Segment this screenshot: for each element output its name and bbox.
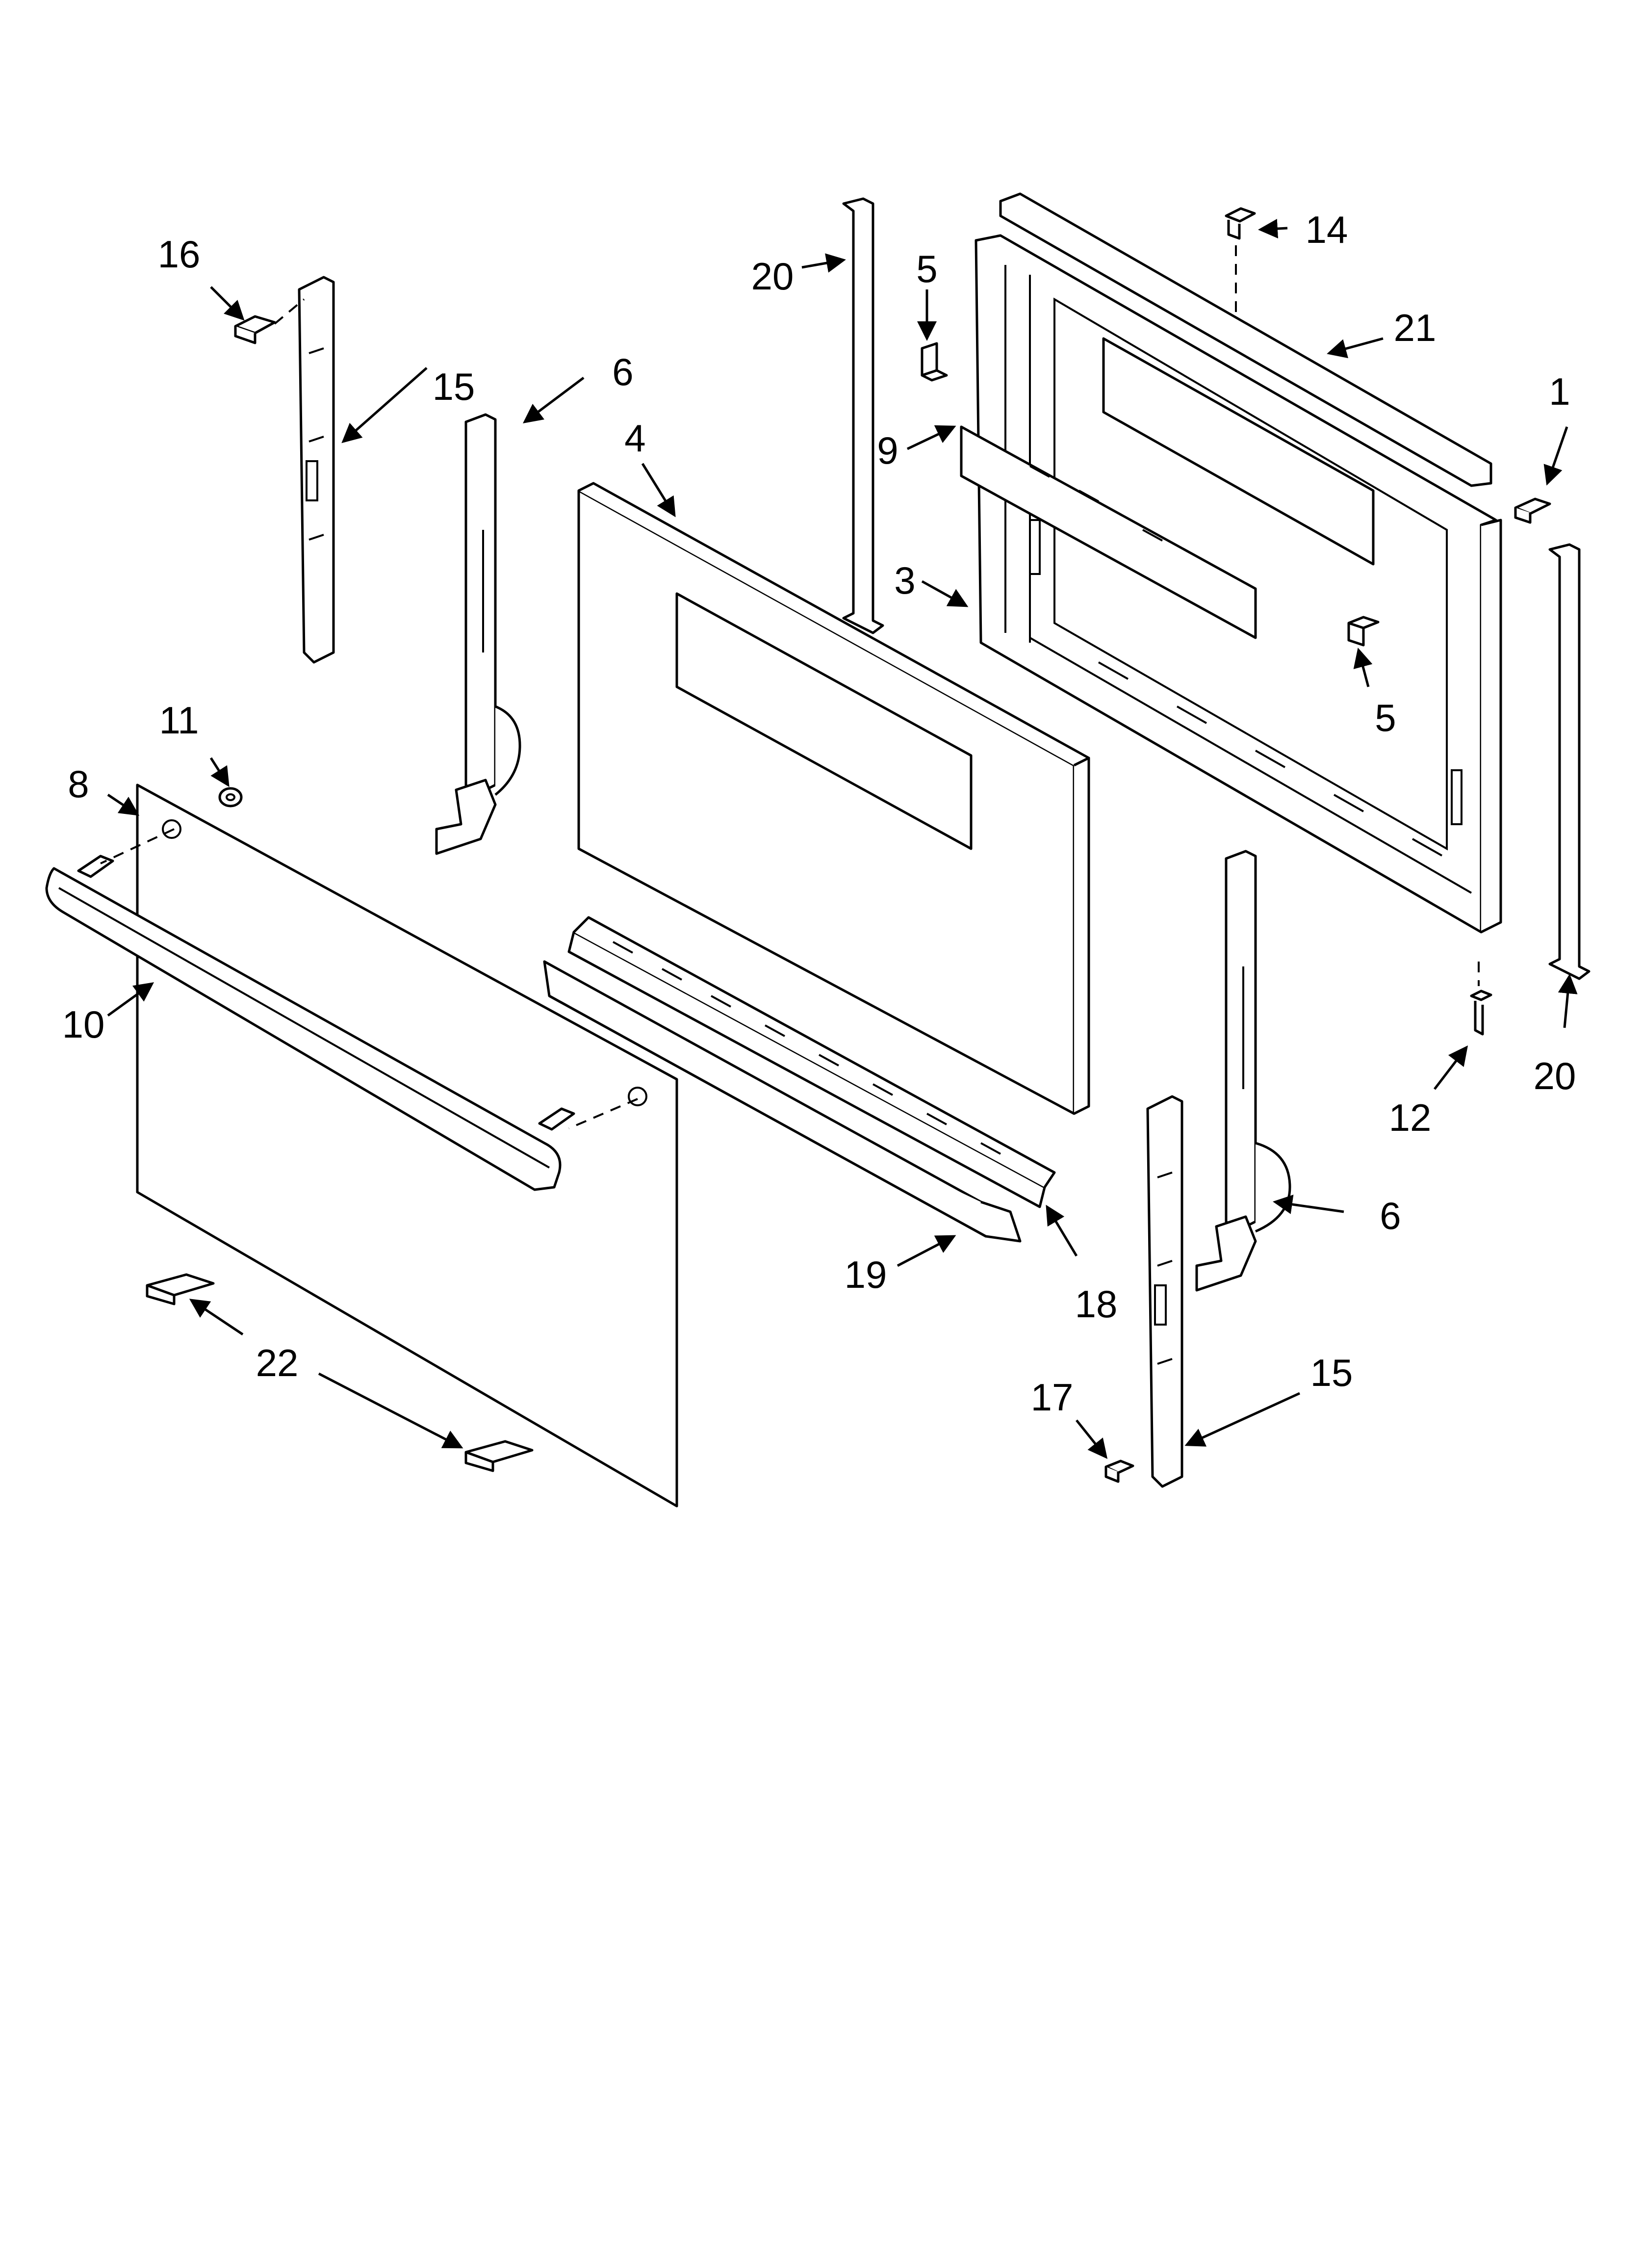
callout-22: 22 <box>256 1341 299 1384</box>
callout-6-upper: 6 <box>612 350 633 393</box>
callout-labels: 1 3 4 5 5 6 6 8 9 10 11 12 14 15 15 16 1… <box>62 208 1576 1419</box>
callout-3: 3 <box>894 559 915 602</box>
door-hinge-receptacle-left <box>298 276 335 664</box>
callout-15-upper: 15 <box>433 365 475 408</box>
door-window-glass <box>960 425 1257 639</box>
callout-10: 10 <box>62 1003 105 1046</box>
bottom-screw <box>1470 990 1492 1036</box>
washer <box>218 787 243 808</box>
callout-5-upper: 5 <box>916 247 937 290</box>
side-trim-screw <box>1514 497 1551 524</box>
handle-screw-guide-right <box>568 1098 638 1129</box>
bottom-vent-channel <box>567 916 1056 1208</box>
callout-14: 14 <box>1306 208 1348 251</box>
door-side-trim-left <box>842 197 884 634</box>
top-vent-trim <box>999 192 1492 487</box>
trim-screw <box>1225 207 1256 240</box>
hinge-screw-lower <box>1104 1460 1134 1483</box>
glass-clip-upper <box>146 1273 215 1305</box>
callout-16: 16 <box>158 233 201 276</box>
door-handle <box>45 855 575 1191</box>
outer-door-glass-panel <box>136 783 678 1508</box>
glass-clip-lower <box>464 1440 534 1472</box>
callout-5-lower: 5 <box>1375 696 1396 739</box>
callout-6-lower: 6 <box>1380 1194 1401 1237</box>
callout-11: 11 <box>159 699 199 742</box>
bottom-vent-trim <box>543 960 1022 1243</box>
callout-8: 8 <box>68 762 89 806</box>
callout-18: 18 <box>1075 1282 1118 1326</box>
leader-lines <box>107 219 1578 1459</box>
callout-19: 19 <box>845 1253 887 1296</box>
callout-17: 17 <box>1031 1376 1074 1419</box>
callout-9: 9 <box>877 429 898 472</box>
screw-guide-16 <box>274 298 305 325</box>
callout-15-lower: 15 <box>1310 1351 1353 1394</box>
door-hinge-right <box>1195 850 1291 1292</box>
glass-retainer-clip-lower <box>1347 616 1380 647</box>
callout-21: 21 <box>1394 306 1437 349</box>
door-hinge-left <box>435 413 521 855</box>
callout-20-upper: 20 <box>751 255 794 298</box>
door-side-trim-right <box>1548 543 1591 980</box>
handle-screw-guide-left <box>100 828 175 864</box>
door-insulation <box>577 482 1090 1115</box>
door-hinge-receptacle-right <box>1146 1095 1183 1488</box>
glass-retainer-clip-upper <box>921 342 948 382</box>
callout-20-lower: 20 <box>1534 1054 1576 1097</box>
callout-4: 4 <box>624 417 645 460</box>
callout-1: 1 <box>1549 370 1570 413</box>
callout-12: 12 <box>1389 1096 1432 1139</box>
hinge-screw <box>234 315 276 344</box>
